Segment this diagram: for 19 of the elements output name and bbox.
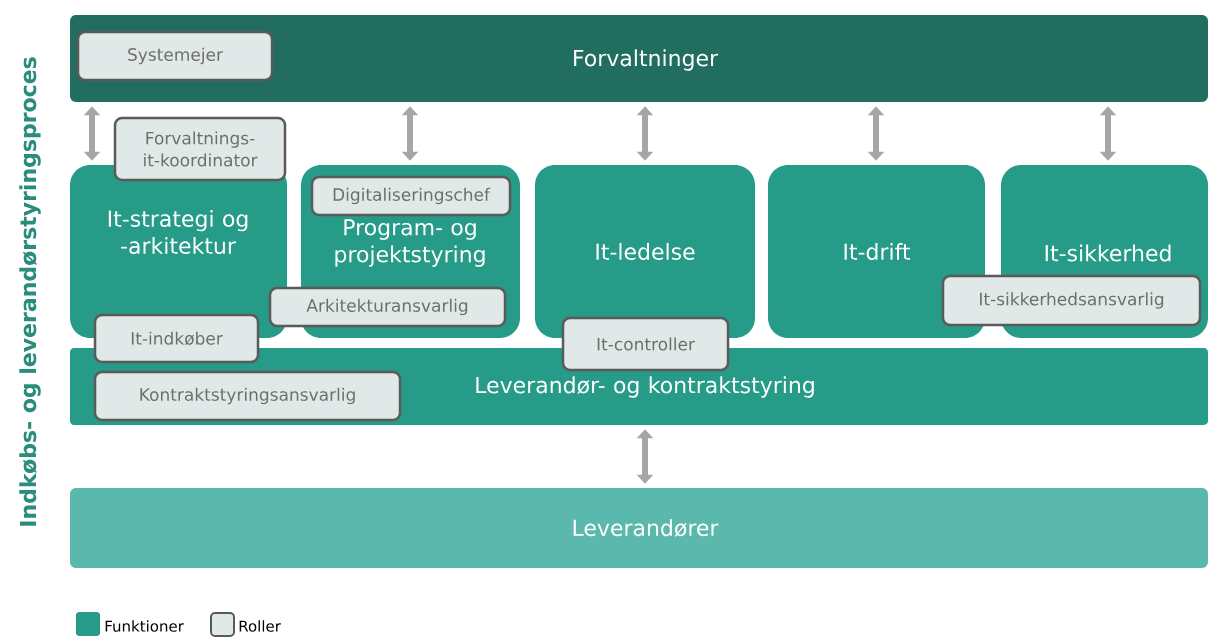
vertical-label: Indkøbs- og leverandørstyringsproces xyxy=(19,57,41,526)
double-arrow xyxy=(401,106,419,161)
double-arrow xyxy=(83,106,101,161)
role-box: Kontraktstyringsansvarlig xyxy=(93,370,402,422)
role-box: Digitaliseringschef xyxy=(310,175,512,217)
role-box: It-controller xyxy=(561,316,730,372)
role-box: It-sikkerhedsansvarlig xyxy=(941,274,1202,327)
double-arrow xyxy=(867,106,885,161)
role-box: It-indkøber xyxy=(93,313,260,364)
role-box: Arkitekturansvarlig xyxy=(268,286,507,328)
double-arrow xyxy=(1099,106,1117,161)
role-box: Systemejer xyxy=(76,30,274,82)
double-arrow xyxy=(636,429,654,484)
function-box: It-ledelse xyxy=(535,165,755,338)
double-arrow xyxy=(636,106,654,161)
supplier-band: Leverandører xyxy=(70,488,1208,568)
role-box: Forvaltnings- it-koordinator xyxy=(113,116,287,182)
legend-label: Funktioner xyxy=(105,620,184,632)
legend-label: Roller xyxy=(239,620,281,632)
